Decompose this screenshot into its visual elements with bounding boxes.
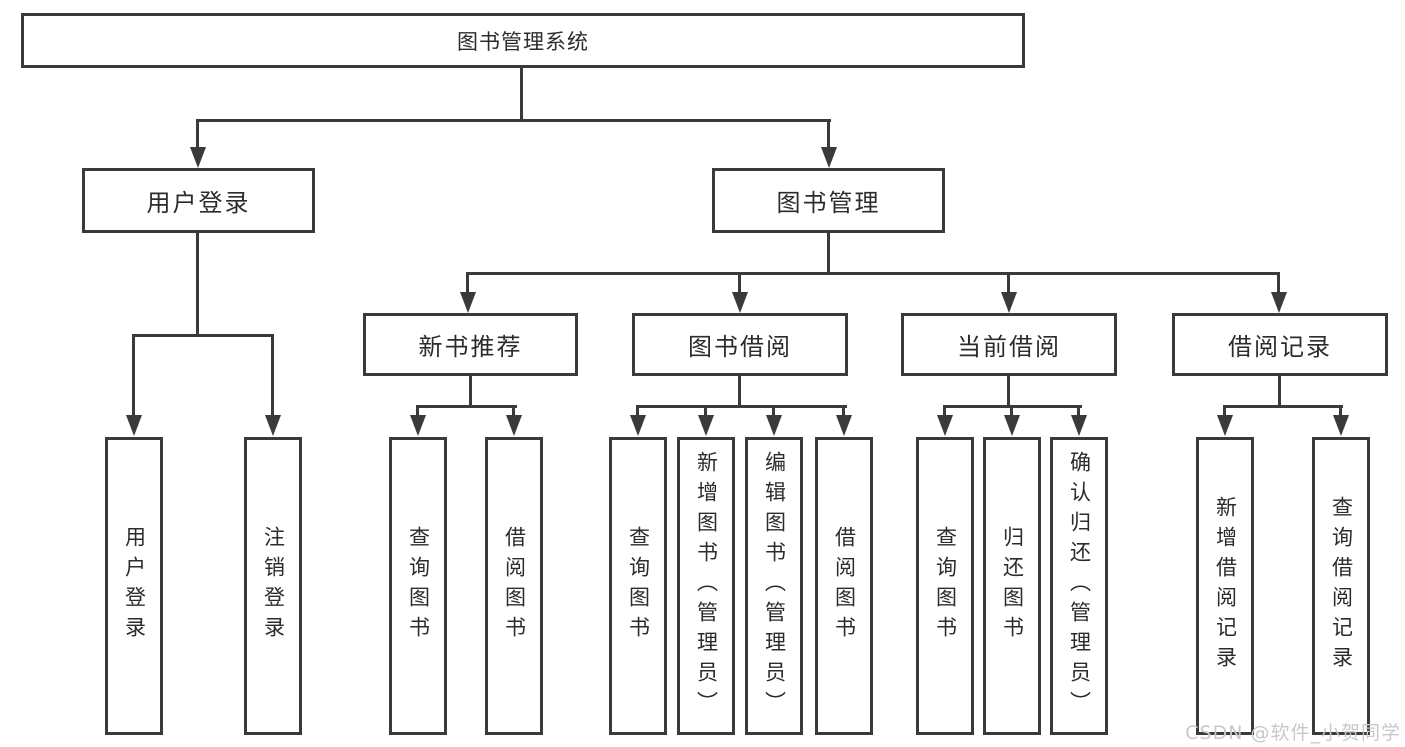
connector-line xyxy=(466,272,1280,275)
arrow-down-icon xyxy=(190,147,206,168)
arrow-down-icon xyxy=(410,415,426,436)
connector-line xyxy=(416,405,517,408)
node-leaf-bb-borrow-books: 借阅图书 xyxy=(815,437,873,735)
connector-line xyxy=(1007,272,1010,294)
node-leaf-user-login: 用户登录 xyxy=(105,437,163,735)
arrow-down-icon xyxy=(836,415,852,436)
connector-line xyxy=(827,233,830,274)
node-leaf-cb-query-books: 查询图书 xyxy=(916,437,974,735)
arrow-down-icon xyxy=(630,415,646,436)
connector-line xyxy=(196,233,199,336)
node-leaf-cb-return-books: 归还图书 xyxy=(983,437,1041,735)
connector-line xyxy=(943,405,946,418)
connector-line xyxy=(738,376,741,407)
node-new-book-recommend: 新书推荐 xyxy=(363,313,578,376)
connector-line xyxy=(416,405,419,418)
arrow-down-icon xyxy=(1271,292,1287,313)
arrow-down-icon xyxy=(1333,415,1349,436)
node-leaf-nb-query-books: 查询图书 xyxy=(389,437,447,735)
node-leaf-bb-query-books: 查询图书 xyxy=(609,437,667,735)
connector-line xyxy=(704,405,707,418)
connector-line xyxy=(842,405,845,418)
arrow-down-icon xyxy=(698,415,714,436)
connector-line xyxy=(1278,376,1281,407)
csdn-watermark: CSDN @软件_小贺同学 xyxy=(1185,722,1401,744)
connector-line xyxy=(271,334,274,418)
connector-line xyxy=(1010,405,1013,418)
arrow-down-icon xyxy=(506,415,522,436)
node-borrowing-records: 借阅记录 xyxy=(1172,313,1388,376)
connector-line xyxy=(738,272,741,294)
node-root-system: 图书管理系统 xyxy=(21,13,1025,68)
connector-line xyxy=(1277,272,1280,294)
connector-line xyxy=(512,405,515,418)
node-leaf-cb-confirm-return-admin: 确认归还（管理员） xyxy=(1050,437,1108,735)
node-leaf-logout: 注销登录 xyxy=(244,437,302,735)
node-user-login: 用户登录 xyxy=(82,168,315,233)
node-leaf-bb-edit-books-admin: 编辑图书（管理员） xyxy=(745,437,803,735)
arrow-down-icon xyxy=(126,415,142,436)
connector-line xyxy=(636,405,847,408)
arrow-down-icon xyxy=(937,415,953,436)
node-leaf-br-add-record: 新增借阅记录 xyxy=(1196,437,1254,735)
arrow-down-icon xyxy=(265,415,281,436)
connector-line xyxy=(1223,405,1343,408)
arrow-down-icon xyxy=(1217,415,1233,436)
node-book-borrowing: 图书借阅 xyxy=(632,313,848,376)
connector-line xyxy=(1339,405,1342,418)
connector-line xyxy=(1007,376,1010,407)
connector-line xyxy=(196,119,831,122)
arrow-down-icon xyxy=(1001,292,1017,313)
node-book-management: 图书管理 xyxy=(712,168,945,233)
connector-line xyxy=(636,405,639,418)
connector-line xyxy=(196,119,199,150)
connector-line xyxy=(827,119,830,150)
connector-line xyxy=(132,334,135,418)
node-leaf-bb-add-books-admin: 新增图书（管理员） xyxy=(677,437,735,735)
arrow-down-icon xyxy=(460,292,476,313)
connector-line xyxy=(469,376,472,407)
connector-line xyxy=(132,334,274,337)
connector-line xyxy=(1077,405,1080,418)
arrow-down-icon xyxy=(821,147,837,168)
arrow-down-icon xyxy=(732,292,748,313)
connector-line xyxy=(772,405,775,418)
arrow-down-icon xyxy=(766,415,782,436)
arrow-down-icon xyxy=(1071,415,1087,436)
arrow-down-icon xyxy=(1004,415,1020,436)
node-current-borrowing: 当前借阅 xyxy=(901,313,1117,376)
connector-line xyxy=(1223,405,1226,418)
node-leaf-nb-borrow-books: 借阅图书 xyxy=(485,437,543,735)
connector-line xyxy=(466,272,469,294)
node-leaf-br-query-record: 查询借阅记录 xyxy=(1312,437,1370,735)
connector-line xyxy=(520,68,523,120)
